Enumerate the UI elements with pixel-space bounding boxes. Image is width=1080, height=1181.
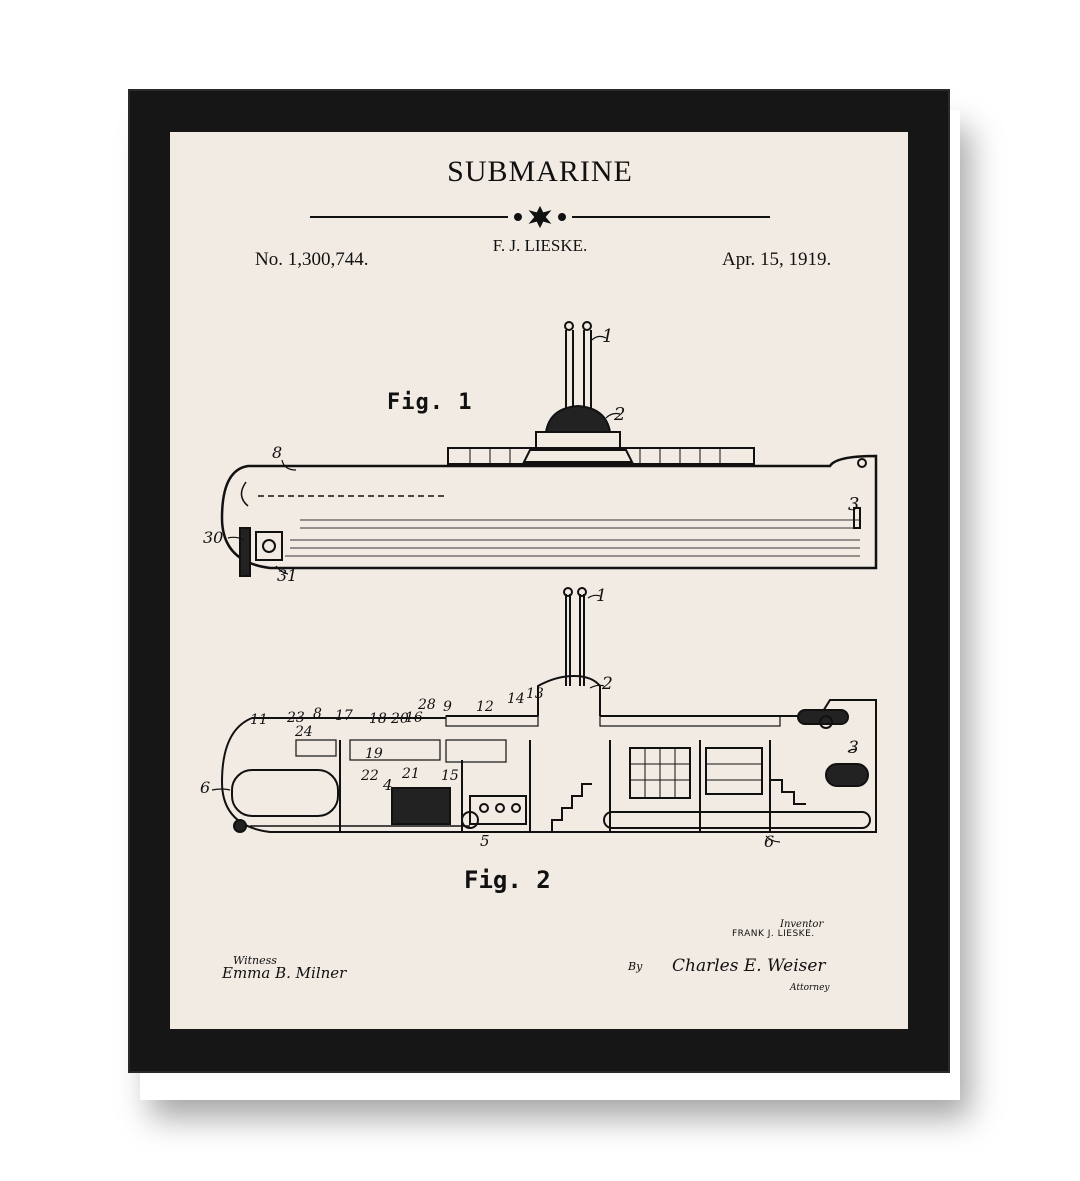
inventor-label: Inventor (780, 919, 824, 930)
callout-number: 24 (295, 724, 313, 740)
callout-number: 1 (596, 586, 607, 606)
callout-number: 6 (764, 832, 775, 851)
fig1-leader-lines (227, 335, 621, 575)
callout-number: 3 (848, 494, 860, 515)
attorney-signature: Charles E. Weiser (672, 956, 826, 976)
callout-number: 2 (614, 404, 626, 425)
callout-number: 30 (203, 528, 224, 547)
callout-number: 12 (476, 699, 494, 715)
callout-number: 21 (402, 766, 420, 782)
callout-number: 11 (250, 712, 268, 728)
fig2-submarine-cutaway (220, 587, 877, 833)
callout-number: 16 (405, 710, 423, 726)
callout-number: 23 (287, 710, 305, 726)
callout-number: 17 (335, 708, 353, 724)
callout-number: 13 (526, 686, 544, 702)
callout-number: 18 (369, 711, 387, 727)
poster-paper (170, 132, 908, 1029)
patent-date: Apr. 15, 1919. (722, 249, 832, 270)
fig2-label: Fig. 2 (464, 866, 551, 894)
callout-number: 8 (272, 443, 283, 462)
fig2-leader-lines (211, 594, 857, 843)
callout-number: 4 (383, 776, 393, 794)
callout-number: 9 (443, 699, 452, 715)
callout-number: 8 (313, 706, 322, 722)
callout-number: 2 (602, 674, 613, 694)
callout-number: 28 (418, 697, 436, 713)
inventor-header: F. J. LIESKE. (492, 236, 588, 255)
witness-label: Witness (233, 954, 277, 967)
callout-number: 20 (391, 711, 409, 727)
inventor-name: FRANK J. LIESKE. (732, 929, 815, 939)
callout-number: 6 (200, 778, 211, 797)
callout-number: 31 (277, 566, 298, 585)
callout-number: 3 (848, 738, 859, 758)
ornament-divider (310, 205, 770, 229)
by-label: By (628, 960, 643, 973)
callout-number: 19 (365, 746, 383, 762)
callout-number: 14 (507, 691, 525, 707)
patent-number: No. 1,300,744. (255, 249, 369, 270)
fig1-submarine-exterior (220, 321, 878, 577)
callout-number: 1 (602, 326, 614, 347)
callout-number: 22 (361, 768, 379, 784)
callout-number: 15 (441, 768, 459, 784)
witness-signature: Emma B. Milner (222, 964, 347, 982)
fig1-label: Fig. 1 (387, 390, 473, 415)
callout-number: 5 (480, 832, 490, 850)
poster-title: SUBMARINE (447, 155, 633, 188)
attorney-label: Attorney (790, 983, 830, 993)
